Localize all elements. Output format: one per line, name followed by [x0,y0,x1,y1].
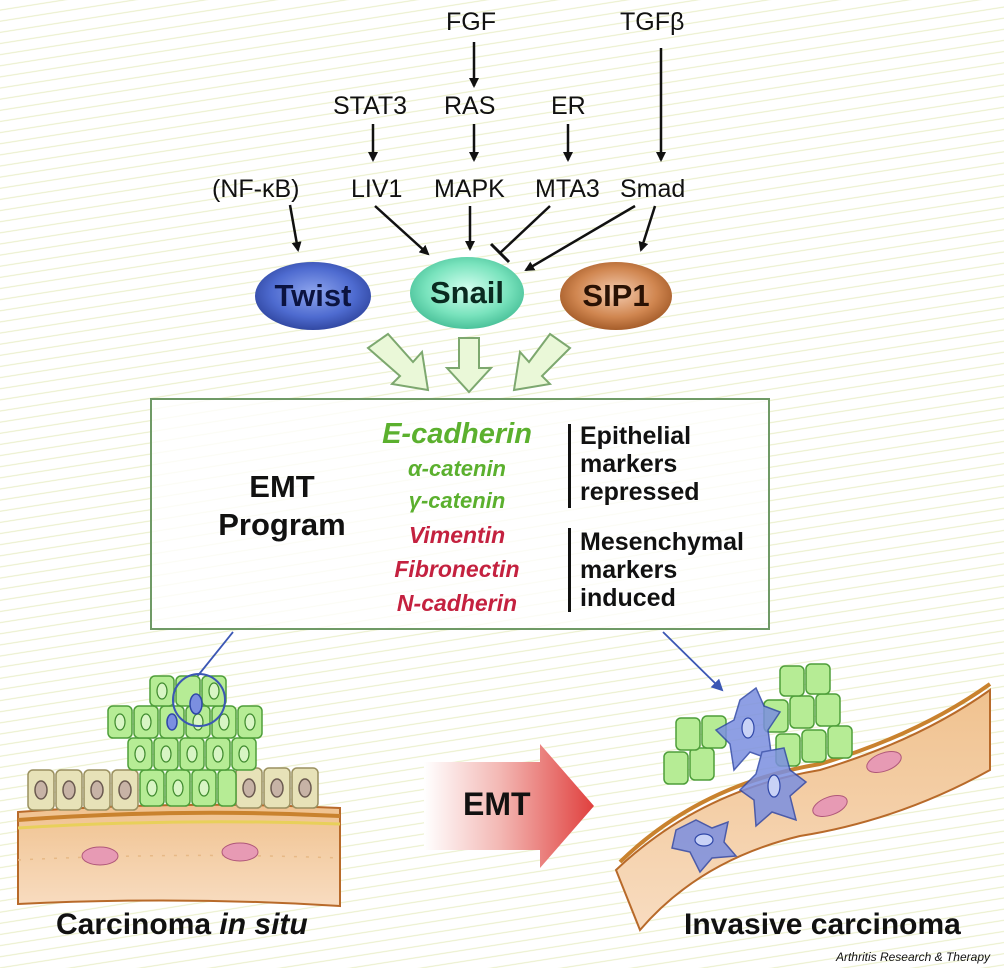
emt-program-title: EMT Program [212,468,352,544]
caption-left-prefix: Carcinoma [56,908,220,941]
marker-vimentin: Vimentin [408,522,506,548]
label-fgf: FGF [446,8,496,36]
callout-line-left [195,631,234,679]
marker-e-cadherin: E-cadherin [382,418,532,450]
hollow-arrow-left [366,332,430,392]
marker-n-cadherin: N-cadherin [396,590,518,616]
label-liv1: LIV1 [351,175,403,203]
snail-node: Snail [429,275,505,310]
caption-invasive-carcinoma: Invasive carcinoma [684,908,961,941]
marker-gamma-catenin: γ-catenin [408,488,506,513]
emt-title-line1: EMT [249,469,315,504]
twist-node-shape [255,262,371,330]
epithelial-note-line1: Epithelial [580,422,692,450]
label-mta3: MTA3 [535,175,600,203]
callout-line-right [662,631,724,692]
label-ras: RAS [444,92,496,120]
twist-node: Twist [274,278,352,313]
sip1-node-shape [560,262,672,330]
mesenchymal-note-line1: Mesenchymal [580,528,744,556]
signal-arrows [288,42,666,272]
mesenchymal-note: Mesenchymal markers induced [580,528,744,612]
marker-alpha-catenin: α-catenin [408,456,506,481]
hollow-arrow-center [444,337,494,394]
arrow-nfkb-twist [288,204,302,252]
emt-program-box: EMT Program E-cadherin α-catenin γ-caten… [150,398,770,630]
label-stat3: STAT3 [333,92,408,120]
mesenchymal-bracket [568,528,571,612]
label-er: ER [551,92,586,120]
arrow-smad-snail [524,204,636,272]
arrow-smad-sip1 [638,205,657,252]
label-mapk: MAPK [434,175,505,203]
invasive-carcinoma-illustration [614,663,992,932]
epithelial-bracket [568,424,571,508]
epithelial-note: Epithelial markers repressed [580,422,700,506]
mesenchymal-note-line3: induced [580,584,676,612]
carcinoma-in-situ-illustration [17,673,341,908]
source-credit: Arthritis Research & Therapy [835,950,990,964]
epithelial-note-line3: repressed [580,478,700,506]
hollow-arrow-right [512,332,572,392]
label-nfkb: (NF-κB) [212,175,300,203]
caption-carcinoma-in-situ: Carcinoma in situ [56,908,308,942]
epithelial-note-line2: markers [580,450,678,478]
mesenchymal-note-line2: markers [580,556,678,584]
emt-transition-arrow [424,744,594,868]
highlight-circle [172,673,226,727]
emt-arrow-label: EMT [463,786,531,822]
sip1-node: SIP1 [582,278,650,313]
caption-left-italic: in situ [219,908,308,941]
hollow-arrows [366,332,572,394]
inhibit-bar [489,242,511,264]
inhibit-mta3-snail [499,205,551,254]
arrow-liv1-snail [374,205,430,256]
label-tgfb: TGFβ [620,8,685,36]
emt-title-line2: Program [218,507,346,542]
marker-fibronectin: Fibronectin [394,556,520,582]
snail-node-shape [410,257,524,329]
label-smad: Smad [620,175,686,203]
